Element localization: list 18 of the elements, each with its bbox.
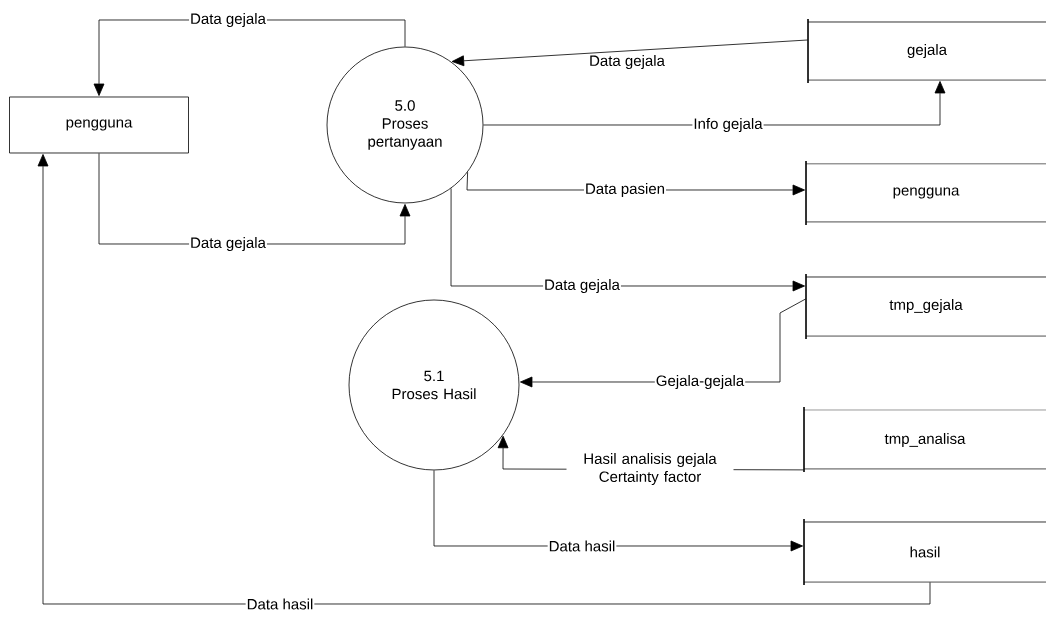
edge-label: Data hasil <box>245 597 315 611</box>
process-box: pengguna <box>9 96 189 154</box>
edge-label: Data gejala <box>588 54 666 70</box>
edge-label: Info gejala <box>692 117 764 133</box>
arrow <box>37 154 931 605</box>
edge-label: Data gejala <box>189 12 267 28</box>
edge-label: Data pasien <box>584 182 667 198</box>
edge-label: Data hasil <box>547 539 617 553</box>
edge-label: Hasil analisis gejala Certainty factor <box>566 452 734 486</box>
data-store: tmp_gejala <box>805 273 1046 340</box>
arrow <box>451 39 808 67</box>
data-store: pengguna <box>805 160 1046 226</box>
edge-label: Data gejala <box>189 236 267 252</box>
data-store: hasil <box>803 518 1046 586</box>
edge-label: Gejala-gejala <box>654 374 746 390</box>
data-store: gejala <box>807 18 1046 84</box>
edge-label: Data gejala <box>543 278 621 294</box>
data-store: tmp_analisa <box>803 406 1046 473</box>
